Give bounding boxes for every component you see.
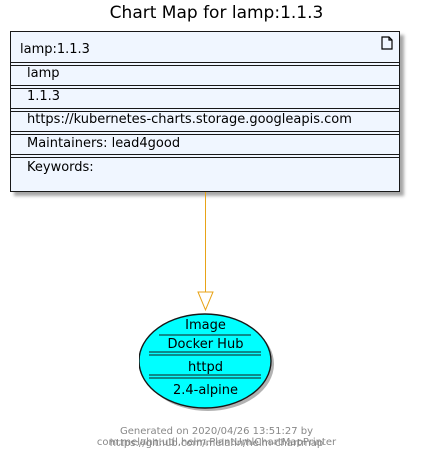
- separator: [11, 62, 399, 66]
- image-label: Image: [185, 318, 226, 333]
- arrowhead-icon: [197, 291, 214, 312]
- separator: [11, 154, 399, 158]
- image-name: httpd: [188, 360, 223, 375]
- chart-node: lamp:1.1.3 lamp 1.1.3 https://kubernetes…: [10, 31, 400, 192]
- chart-header: lamp:1.1.3: [20, 42, 90, 57]
- footer-link: https://github.com/melahn/helm-chartmap: [109, 438, 324, 449]
- image-registry: Docker Hub: [167, 337, 244, 352]
- document-icon: [381, 36, 393, 50]
- image-node: Image Docker Hub httpd 2.4-alpine: [139, 312, 274, 411]
- separator: [11, 108, 399, 112]
- image-tag: 2.4-alpine: [172, 383, 239, 398]
- chart-keywords-field: Keywords:: [27, 160, 94, 175]
- chart-maintainers-field: Maintainers: lead4good: [27, 136, 181, 151]
- diagram-title: Chart Map for lamp:1.1.3: [109, 3, 324, 23]
- footer-generated: Generated on 2020/04/26 13:51:27 by com.…: [96, 426, 337, 448]
- chart-repository-field: https://kubernetes-charts.storage.google…: [27, 112, 352, 127]
- image-ellipse: [139, 313, 274, 411]
- separator: [11, 131, 399, 135]
- chart-name-field: lamp: [27, 66, 60, 81]
- separator: [11, 85, 399, 89]
- chart-version-field: 1.1.3: [27, 89, 61, 104]
